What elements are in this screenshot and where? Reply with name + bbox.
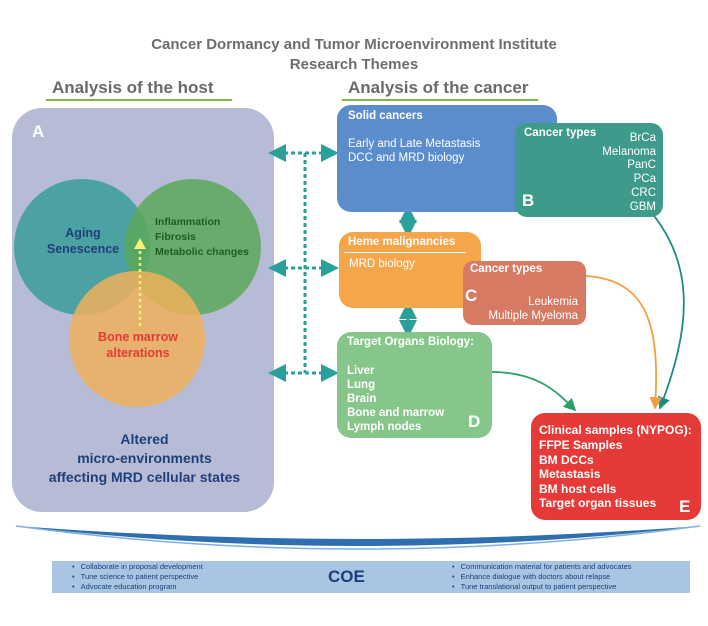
aging-label: Aging Senescence [40, 225, 126, 257]
cancer-types-c-box [463, 261, 586, 325]
organ-item: Lymph nodes [347, 421, 422, 433]
heme-box [339, 232, 481, 308]
clinical-item: BM host cells [539, 481, 617, 496]
host-letter: A [32, 122, 45, 141]
page-subtitle: Research Themes [289, 56, 419, 73]
cancer-types-b-title: Cancer types [524, 127, 597, 139]
clinical-samples-box [531, 413, 701, 520]
coe-label: COE [328, 567, 365, 586]
cancer-heading-underline [342, 99, 538, 101]
coe-right-item: Communication material for patients and … [452, 562, 632, 572]
clinical-list: FFPE Samples BM DCCs Metastasis BM host … [539, 438, 656, 511]
page-title: Cancer Dormancy and Tumor Microenvironme… [151, 36, 557, 53]
bone-label-line2: alterations [106, 346, 170, 360]
inflammation-label-line2: Fibrosis [155, 231, 196, 243]
cancer-types-c-title: Cancer types [470, 263, 543, 275]
coe-right-list: Communication material for patients and … [452, 562, 632, 592]
type-c-item: Multiple Myeloma [488, 309, 578, 322]
cancer-heading: Analysis of the cancer [348, 78, 529, 97]
type-b-item: CRC [631, 186, 656, 199]
altered-environments-label: Altered micro-environments affecting MRD… [22, 430, 267, 487]
curve-target-to-clinical [491, 371, 577, 412]
clinical-item: Metastasis [539, 467, 601, 481]
curve-types-b-to-clinical [639, 199, 685, 410]
type-b-item: BrCa [629, 132, 656, 144]
host-heading-underline [46, 99, 232, 101]
organ-item: Lung [347, 379, 376, 391]
coe-left-item: Collaborate in proposal development [72, 562, 203, 572]
heme-title: Heme malignancies [348, 236, 456, 248]
coe-left-item: Advocate education program [72, 582, 203, 592]
solid-line2: DCC and MRD biology [348, 151, 465, 164]
type-b-item: PanC [627, 159, 656, 172]
coe-left-list: Collaborate in proposal development Tune… [72, 562, 203, 592]
heme-divider [344, 252, 466, 253]
type-c-item: Leukemia [528, 296, 578, 308]
organ-item: Bone and marrow [347, 407, 445, 419]
cancer-types-b-box [515, 123, 663, 217]
coe-right-item: Tune translational output to patient per… [452, 582, 632, 592]
letter-c: C [465, 286, 478, 305]
clinical-item: Target organ tissues [539, 496, 657, 510]
cancer-types-b-list: BrCa Melanoma PanC PCa CRC GBM [580, 132, 656, 214]
altered-line2: micro-environments [77, 450, 212, 466]
heme-line: MRD biology [349, 258, 415, 270]
bone-circle [69, 271, 205, 407]
clinical-item: FFPE Samples [539, 438, 623, 452]
inflammation-label-line1: Inflammation [155, 216, 221, 228]
bone-label-line1: Bone marrow [98, 330, 178, 344]
target-organs-title: Target Organs Biology: [347, 336, 474, 348]
type-b-item: PCa [633, 173, 656, 186]
arrow-head [134, 238, 146, 249]
clinical-item: BM DCCs [539, 452, 594, 467]
cancer-types-c-list: Leukemia Multiple Myeloma [478, 296, 578, 323]
inflammation-label-line3: Metabolic changes [155, 246, 249, 258]
solid-cancers-lines: Early and Late Metastasis DCC and MRD bi… [348, 138, 480, 165]
type-b-item: Melanoma [602, 145, 656, 158]
host-heading: Analysis of the host [52, 78, 214, 97]
coe-right-item: Enhance dialogue with doctors about rela… [452, 572, 632, 582]
organ-item: Liver [347, 365, 375, 377]
solid-cancers-title: Solid cancers [348, 110, 423, 122]
aging-label-line2: Senescence [46, 242, 120, 256]
altered-line1: Altered [120, 431, 169, 447]
letter-e: E [679, 497, 691, 516]
target-organs-list: Liver Lung Brain Bone and marrow Lymph n… [347, 364, 444, 434]
organ-item: Brain [347, 393, 377, 405]
inflammation-label: Inflammation Fibrosis Metabolic changes [155, 215, 249, 260]
aging-label-line1: Aging [65, 226, 101, 240]
solid-line1: Early and Late Metastasis [348, 138, 481, 150]
bone-label: Bone marrow alterations [82, 329, 194, 361]
target-organs-box [337, 332, 492, 438]
altered-line3: affecting MRD cellular states [48, 469, 241, 485]
clinical-title: Clinical samples (NYPOG): [539, 423, 692, 437]
letter-b: B [522, 191, 535, 210]
letter-d: D [468, 412, 481, 431]
coe-left-item: Tune science to patient perspective [72, 572, 203, 582]
type-b-item: GBM [629, 200, 656, 213]
curve-types-c-to-clinical [585, 275, 662, 410]
